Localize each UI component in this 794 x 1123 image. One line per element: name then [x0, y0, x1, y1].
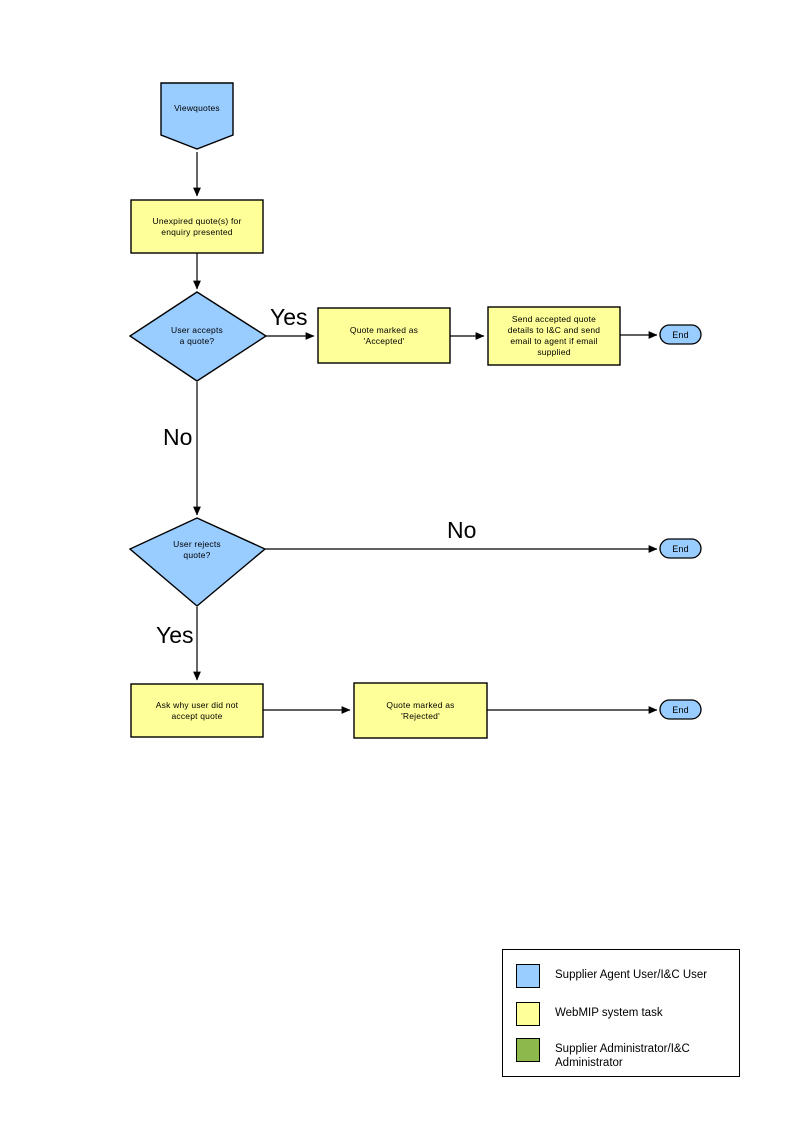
node-start-shape	[160, 82, 234, 150]
legend-item-supplier-agent: Supplier Agent User/I&C User	[516, 964, 707, 988]
node-user-accepts-shape	[128, 291, 268, 382]
edge-label-accepts-no: No	[163, 424, 193, 450]
legend-item-supplier-admin: Supplier Administrator/I&C Administrator	[516, 1038, 690, 1070]
node-user-rejects-shape	[128, 517, 267, 607]
legend-swatch-actor-blue	[516, 964, 540, 988]
edge-label-rejects-no: No	[447, 517, 477, 543]
legend-swatch-system-yellow	[516, 1002, 540, 1026]
edge-label-rejects-yes: Yes	[156, 622, 194, 648]
node-end-accept-shape	[659, 324, 702, 345]
node-quote-accepted-shape	[317, 307, 451, 364]
legend-label-supplier-agent: Supplier Agent User/I&C User	[555, 969, 708, 981]
node-unexpired-quotes-shape	[130, 199, 264, 254]
node-ask-why-shape	[130, 683, 264, 738]
node-end-reject-shape	[659, 699, 702, 720]
node-end-no-reject-shape	[659, 538, 702, 559]
connector-group	[193, 152, 658, 714]
legend-label-supplier-admin: Supplier Administrator/I&C Administrator	[555, 1043, 690, 1069]
node-send-details-shape	[487, 306, 621, 366]
legend: Supplier Agent User/I&C User WebMIP syst…	[502, 949, 740, 1077]
legend-item-system-task: WebMIP system task	[516, 1002, 663, 1026]
node-quote-rejected-shape	[353, 682, 488, 739]
edge-label-accepts-yes: Yes	[270, 304, 308, 330]
legend-swatch-admin-green	[516, 1038, 540, 1062]
legend-label-system-task: WebMIP system task	[555, 1007, 663, 1019]
